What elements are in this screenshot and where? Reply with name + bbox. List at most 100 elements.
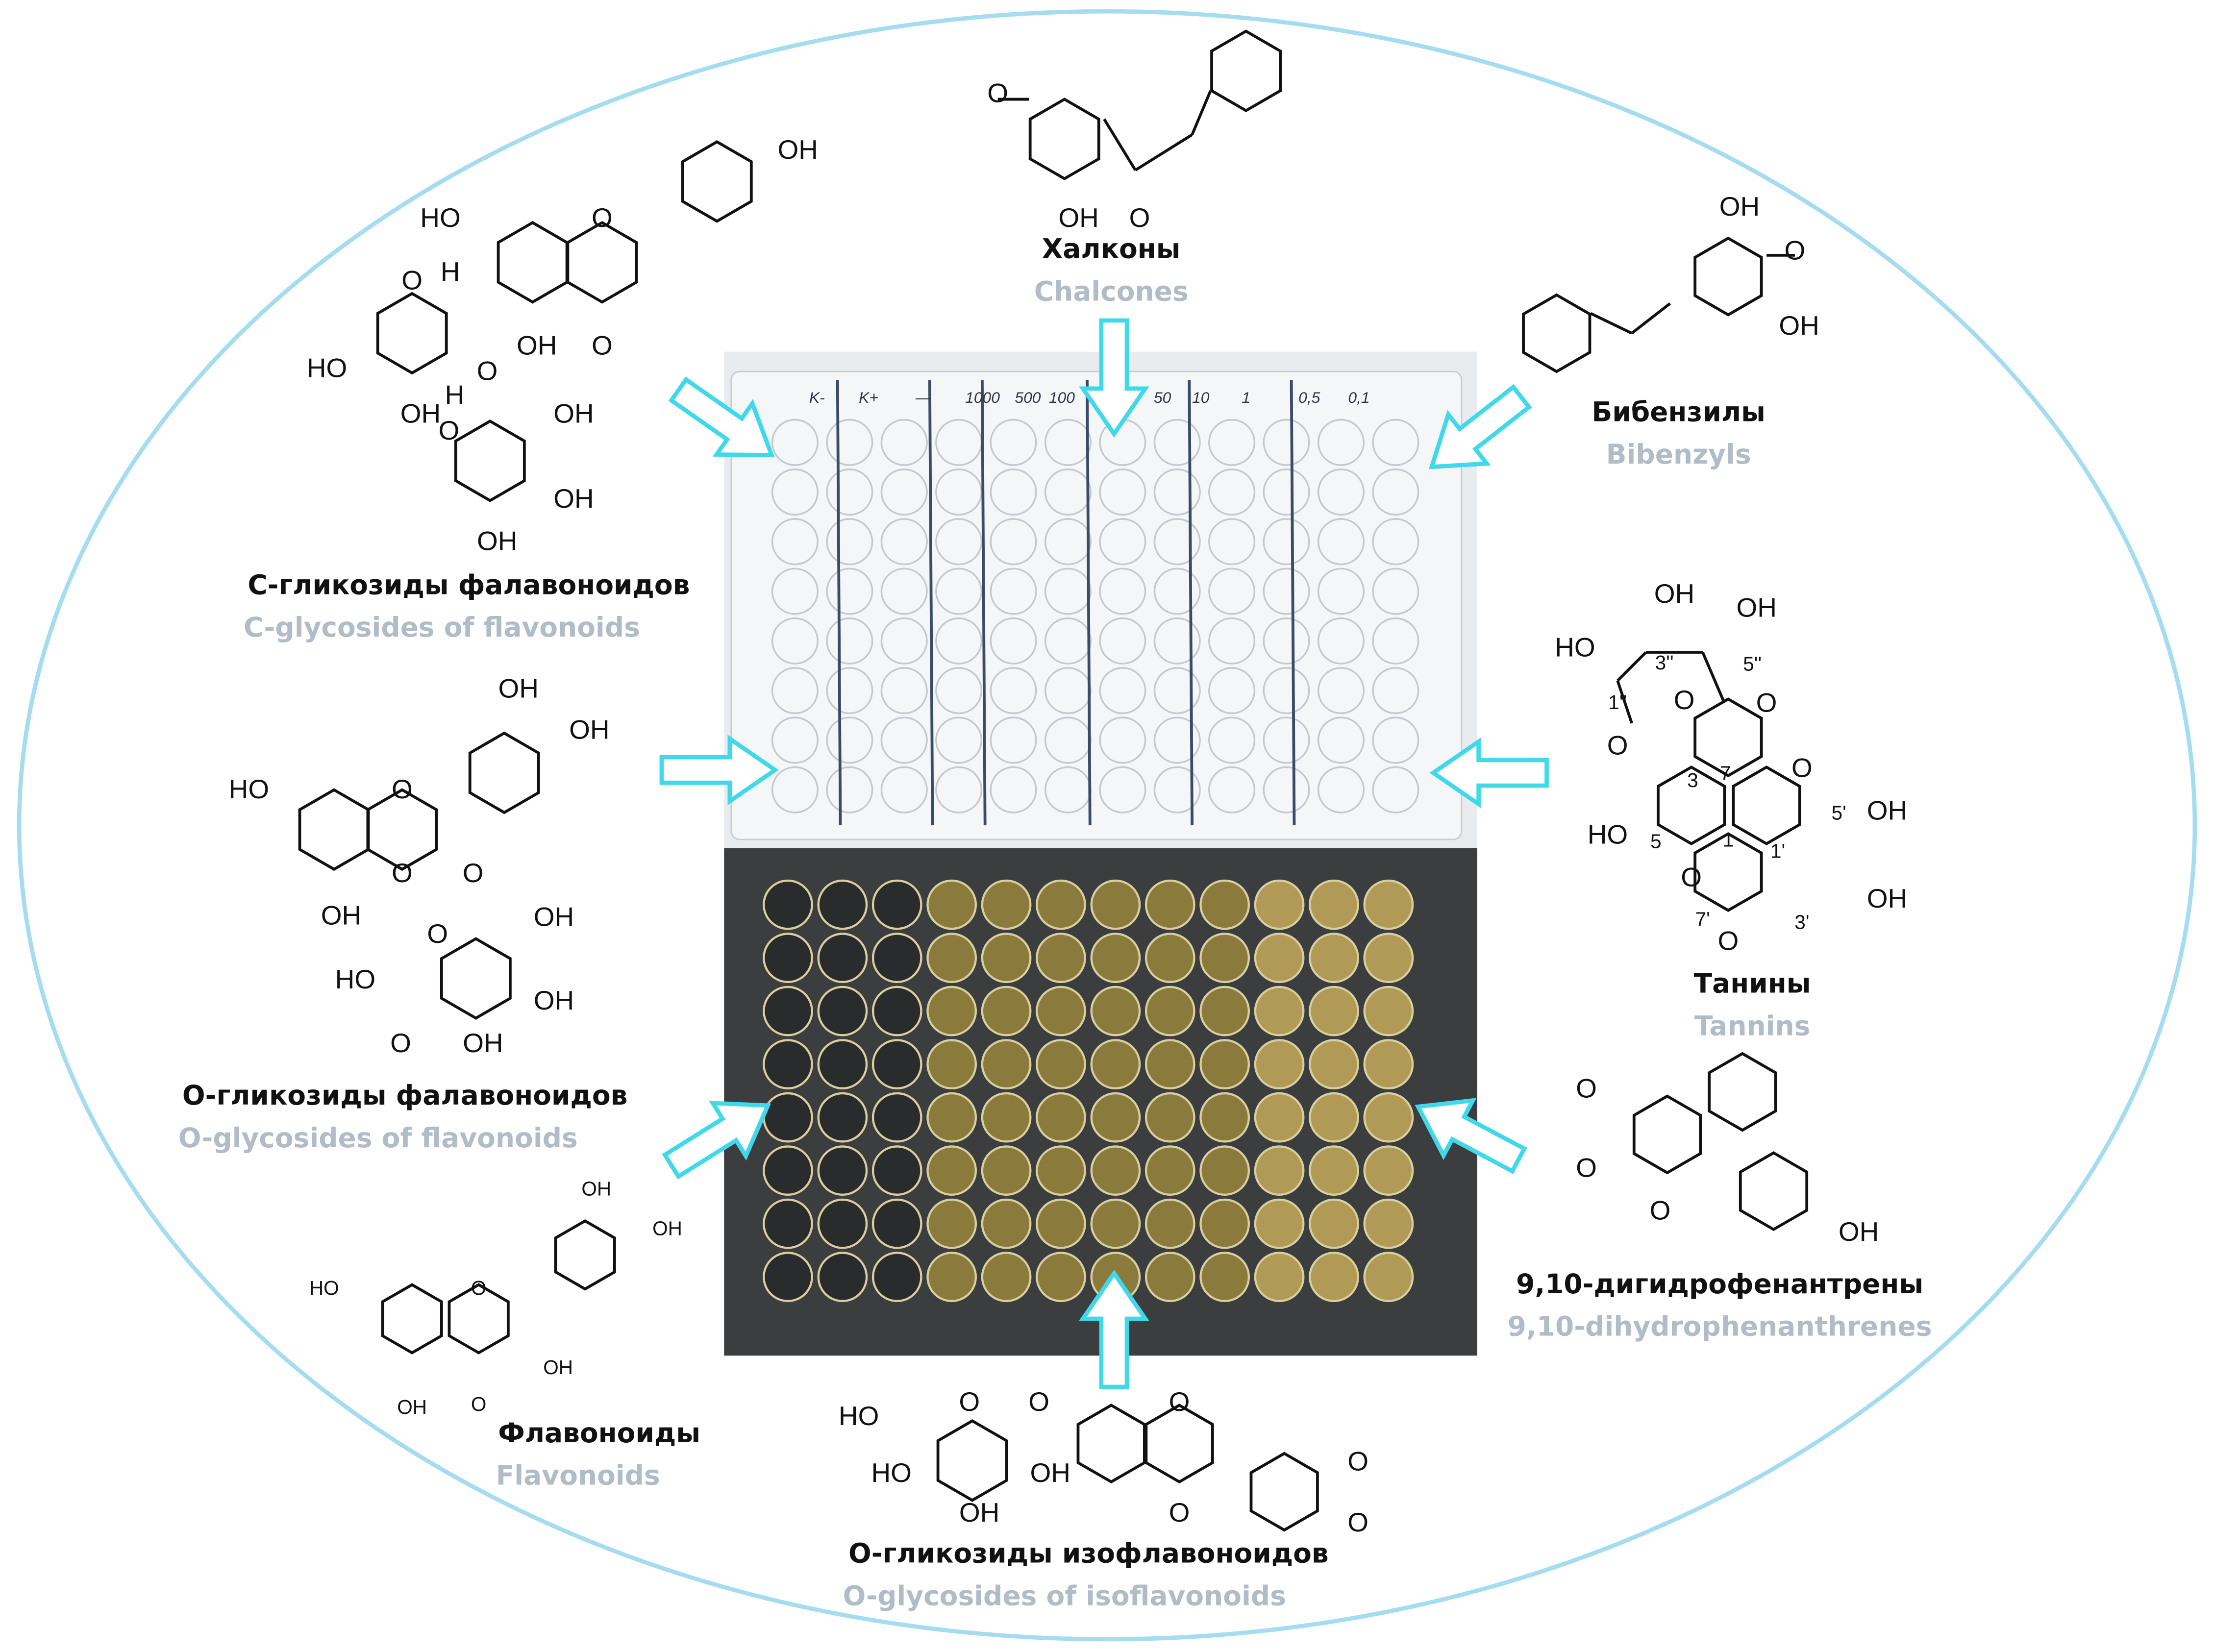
top-well: [935, 518, 983, 566]
bottom-well: [1036, 933, 1086, 983]
atom-label-c-glycoside: HO: [307, 353, 347, 383]
top-well: [990, 518, 1037, 566]
atom-label-o-glycoside: OH: [321, 900, 361, 931]
atom-label-c-glycoside: OH: [777, 134, 818, 165]
bottom-well: [871, 986, 922, 1036]
bottom-well: [1090, 1198, 1141, 1249]
top-well: [826, 617, 873, 665]
label-flavonoids-ru: Флавоноиды: [498, 1417, 700, 1449]
atom-label-o-glycoside: OH: [463, 1028, 503, 1058]
atom-label-c-glycoside: O: [401, 265, 423, 295]
top-well: [880, 667, 928, 715]
top-well: [1317, 518, 1365, 566]
bottom-well: [981, 1252, 1032, 1303]
label-dihydrophenanthrenes-en: 9,10-dihydrophenanthrenes: [1508, 1311, 1932, 1342]
atom-label-tannin: 1: [1723, 828, 1734, 851]
bottom-well: [763, 1252, 813, 1303]
bottom-well: [817, 1092, 868, 1143]
arrows: [659, 318, 1549, 1389]
bottom-well: [817, 1145, 868, 1196]
label-c-glycosides-ru: С-гликозиды фалавоноидов: [248, 569, 690, 600]
bottom-well: [1363, 879, 1414, 930]
ring-bond: [1693, 697, 1763, 778]
arrow-icon: [1415, 1098, 1527, 1174]
top-plate: [730, 370, 1463, 840]
ring-bond: [1249, 1452, 1319, 1532]
bottom-well: [1363, 1252, 1414, 1303]
atom-label-c-glycoside: OH: [553, 398, 594, 428]
bottom-well: [1254, 1145, 1305, 1196]
top-well: [1372, 766, 1419, 814]
label-isoflavonoid-glycosides-en: O-glycosides of isoflavonoids: [843, 1580, 1286, 1612]
atom-label-o-glycoside: HO: [229, 774, 269, 804]
atom-label-tannin: OH: [1867, 883, 1907, 913]
arrow-icon: [1428, 384, 1532, 469]
bottom-well: [1036, 879, 1086, 930]
top-well: [1153, 716, 1201, 764]
top-well: [826, 567, 873, 615]
top-well: [1372, 518, 1419, 566]
top-well: [935, 468, 983, 516]
arrow-icon: [659, 735, 779, 806]
ring-bond: [497, 221, 569, 304]
top-well: [990, 419, 1037, 466]
top-well: [1208, 716, 1256, 764]
atom-label-tannin: HO: [1555, 632, 1595, 663]
bottom-well: [1144, 1198, 1195, 1249]
ring-bond: [1693, 832, 1763, 912]
atom-label-isoflavone-glycoside: O: [1169, 1386, 1190, 1417]
atom-label-c-glycoside: O: [592, 330, 613, 360]
bottom-well: [1309, 1252, 1359, 1303]
top-well: [1263, 419, 1310, 466]
bottom-well: [926, 1092, 977, 1143]
plate-column-label: 50: [1154, 389, 1171, 406]
bottom-well: [1199, 879, 1250, 930]
bottom-well: [817, 986, 868, 1036]
top-well: [1044, 518, 1092, 566]
bottom-well: [1309, 1092, 1359, 1143]
bottom-well: [1309, 986, 1359, 1036]
bottom-well: [1309, 1145, 1359, 1196]
top-well: [771, 419, 819, 466]
bottom-well: [1363, 1039, 1414, 1089]
top-well: [826, 766, 873, 814]
top-well: [1317, 716, 1365, 764]
atom-label-o-glycoside: O: [392, 858, 413, 888]
bottom-well: [1309, 879, 1359, 930]
atom-label-tannin: 5'': [1743, 653, 1762, 675]
ring-bond: [1076, 1404, 1146, 1484]
bottom-well: [1199, 1252, 1250, 1303]
atom-label-c-glycoside: OH: [477, 526, 517, 556]
top-well: [1372, 617, 1419, 665]
bottom-well: [817, 1198, 868, 1249]
atom-label-isoflavone-glycoside: OH: [959, 1497, 999, 1528]
atom-label-flavonoid: HO: [309, 1277, 339, 1299]
top-well: [935, 667, 983, 715]
atom-label-isoflavone-glycoside: O: [1347, 1446, 1368, 1477]
bottom-plate-wells: [763, 879, 1414, 1303]
marker-line: [836, 380, 842, 826]
atom-label-c-glycoside: OH: [400, 398, 441, 428]
atom-label-isoflavone-glycoside: HO: [871, 1457, 911, 1488]
top-well: [1208, 468, 1256, 516]
bottom-well: [926, 879, 977, 930]
atom-label-bibenzyl: OH: [1779, 310, 1819, 341]
atom-label-isoflavone-glycoside: O: [1347, 1507, 1368, 1537]
atom-label-tannin: O: [1791, 753, 1813, 783]
top-well: [1372, 716, 1419, 764]
bottom-well: [1090, 1145, 1141, 1196]
bond: [1103, 118, 1137, 171]
top-well: [1208, 419, 1256, 466]
top-well: [880, 518, 928, 566]
atom-label-bibenzyl: OH: [1719, 191, 1760, 222]
bottom-well: [1036, 1252, 1086, 1303]
atom-label-tannin: 1': [1770, 840, 1785, 863]
atom-label-tannin: 3: [1687, 769, 1698, 791]
bottom-well: [1036, 986, 1086, 1036]
bottom-well: [981, 1092, 1032, 1143]
atom-label-o-glycoside: O: [463, 858, 484, 888]
bottom-well: [1309, 1198, 1359, 1249]
atom-label-flavonoid: OH: [581, 1177, 611, 1200]
bottom-well: [1199, 986, 1250, 1036]
